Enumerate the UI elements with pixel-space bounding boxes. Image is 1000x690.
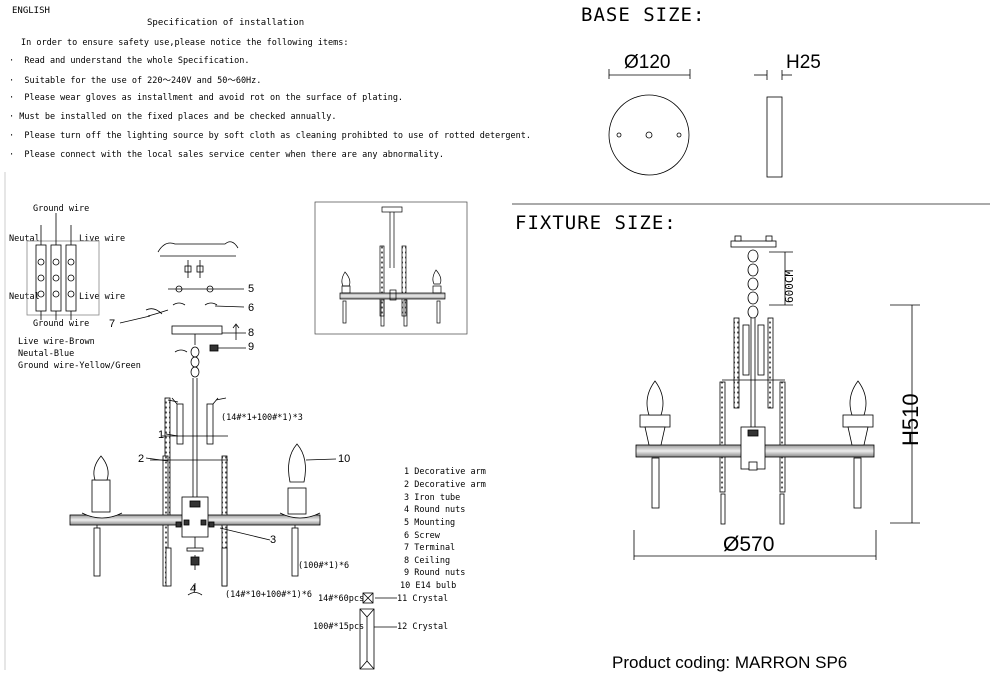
callout-number: 9	[248, 341, 255, 353]
ceiling-mount-assembly	[119, 241, 246, 353]
crystal-count-label: (14#*10+100#*1)*6	[225, 590, 312, 600]
parts-list-item: 1 Decorative arm	[404, 467, 486, 477]
bullet-item: · Please turn off the lighting source by…	[9, 131, 531, 141]
base-size-drawing	[608, 69, 792, 178]
parts-list-item: 7 Terminal	[404, 543, 456, 553]
wiring-ground-top-label: Ground wire	[33, 204, 90, 214]
bullet-text: Read and understand the whole Specificat…	[24, 56, 250, 66]
bullet-text: Please wear gloves as installment and av…	[24, 93, 404, 103]
crystal-qty: 100#*15pcs	[313, 622, 365, 632]
callout-number: 1	[158, 429, 165, 441]
crystal-label: 11 Crystal	[397, 594, 449, 604]
bullet-item: · Read and understand the whole Specific…	[9, 56, 250, 66]
parts-list-item: 3 Iron tube	[404, 493, 461, 503]
crystal-label: 12 Crystal	[397, 622, 449, 632]
parts-list-item: 8 Ceiling	[404, 556, 451, 566]
callout-number: 8	[248, 327, 255, 339]
wiring-neutral-top-label: Neutal	[9, 234, 40, 244]
product-coding: Product coding: MARRON SP6	[612, 653, 848, 672]
language-label: ENGLISH	[12, 6, 50, 16]
bullet-item: · Please wear gloves as installment and …	[9, 93, 404, 103]
bullet-item: · Suitable for the use of 220～240V and 5…	[9, 76, 262, 86]
instructions-intro: In order to ensure safety use,please not…	[21, 38, 349, 48]
chain-length-label: 600CM	[783, 270, 796, 303]
wire-color-legend-item: Ground wire-Yellow/Green	[18, 361, 141, 371]
fixture-diameter-label: Ø570	[723, 533, 775, 556]
wire-color-legend-item: Live wire-Brown	[18, 337, 95, 347]
crystal-count-label: (14#*1+100#*1)*3	[221, 413, 303, 423]
parts-list-item: 9 Round nuts	[404, 568, 466, 578]
exploded-fixture-drawing	[69, 346, 337, 596]
crystal-count-label: (100#*1)*6	[298, 561, 350, 571]
wiring-neutral-bottom-label: Neutal	[9, 292, 40, 302]
callout-number: 4	[190, 583, 197, 595]
parts-list-item: 10 E14 bulb	[400, 581, 457, 591]
wire-color-legend-item: Neutal-Blue	[18, 349, 75, 359]
parts-list-item: 5 Mounting	[404, 518, 456, 528]
crystal-qty: 14#*60pcs	[318, 594, 365, 604]
crystal-symbols	[359, 592, 397, 670]
callout-number: 7	[109, 318, 116, 330]
base-diameter-label: Ø120	[624, 52, 671, 73]
callout-number: 2	[138, 453, 145, 465]
parts-list-item: 4 Round nuts	[404, 505, 466, 515]
bullet-text: Must be installed on the fixed places an…	[19, 112, 337, 122]
fixture-height-label: H510	[898, 393, 923, 446]
base-size-heading: BASE SIZE:	[581, 4, 706, 26]
parts-list-item: 2 Decorative arm	[404, 480, 486, 490]
bullet-text: Suitable for the use of 220～240V and 50～…	[24, 76, 262, 86]
wiring-ground-bottom-label: Ground wire	[33, 319, 90, 329]
callout-number: 5	[248, 283, 255, 295]
instructions-title: Specification of installation	[147, 18, 305, 28]
callout-number: 6	[248, 302, 255, 314]
wiring-live-bottom-label: Live wire	[79, 292, 126, 302]
callout-number: 3	[270, 534, 277, 546]
fixture-thumbnail	[314, 201, 468, 335]
callout-number: 10	[338, 453, 351, 465]
bullet-item: · Must be installed on the fixed places …	[9, 112, 337, 122]
fixture-size-heading: FIXTURE SIZE:	[515, 212, 677, 234]
fixture-size-drawing	[633, 235, 920, 560]
wiring-live-top-label: Live wire	[79, 234, 126, 244]
bullet-item: · Please connect with the local sales se…	[9, 150, 444, 160]
parts-list-item: 6 Screw	[404, 531, 440, 541]
wiring-terminal-diagram	[26, 213, 100, 320]
bullet-text: Please connect with the local sales serv…	[24, 150, 444, 160]
bullet-text: Please turn off the lighting source by s…	[24, 131, 531, 141]
base-height-label: H25	[786, 52, 821, 73]
